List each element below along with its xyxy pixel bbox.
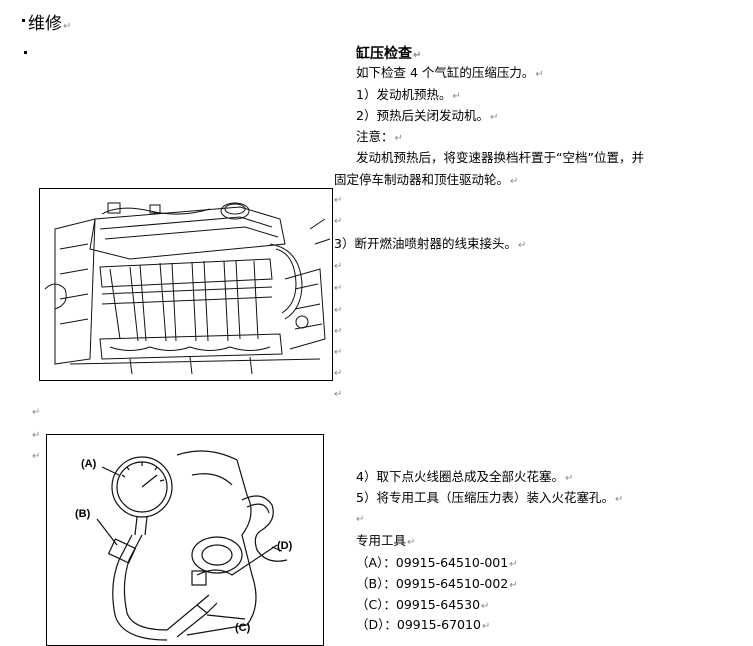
paragraph-mark-icon: ↵ xyxy=(614,494,624,505)
section-title: 维修↵ xyxy=(22,9,71,34)
compression-gauge-illustration-icon: (A) (B) (D) (C) xyxy=(75,450,293,641)
paragraph-mark-icon: ↵ xyxy=(334,216,343,227)
step-3: 3）断开燃油喷射器的线束接头。↵ xyxy=(334,236,526,254)
step-2-text: 2）预热后关闭发动机。 xyxy=(356,108,489,123)
list-bullet xyxy=(24,42,30,61)
step-2: 2）预热后关闭发动机。↵ xyxy=(356,108,498,126)
paragraph-mark-icon: ↵ xyxy=(517,240,527,251)
step-5-text: 5）将专用工具（压缩压力表）装入火花塞孔。 xyxy=(356,490,614,505)
tool-item-b-text: （B）：09915-64510-002 xyxy=(356,576,509,591)
paragraph-mark-icon: ↵ xyxy=(509,580,518,591)
paragraph-mark-icon: ↵ xyxy=(32,451,41,462)
label-c: (C) xyxy=(235,622,251,634)
special-tool-label: 专用工具↵ xyxy=(356,533,415,551)
step-5: 5）将专用工具（压缩压力表）装入火花塞孔。↵ xyxy=(356,490,623,508)
paragraph-mark-icon: ↵ xyxy=(481,621,491,632)
tool-item-c-text: （C）：09915-64530 xyxy=(356,597,481,612)
paragraph-mark-icon: ↵ xyxy=(334,195,343,206)
tool-item-a: （A）：09915-64510-001↵ xyxy=(356,555,518,573)
section-title-text: 维修 xyxy=(28,14,62,34)
paragraph-mark-icon: ↵ xyxy=(334,368,343,379)
tool-item-c: （C）：09915-64530↵ xyxy=(356,597,489,615)
paragraph-mark-icon: ↵ xyxy=(510,176,519,187)
note-line-1: 发动机预热后，将变速器换档杆置于“空档”位置，并 xyxy=(356,150,644,166)
compression-gauge-figure: (A) (B) (D) (C) xyxy=(46,434,324,646)
paragraph-mark-icon: ↵ xyxy=(535,69,544,80)
note-label: 注意：↵ xyxy=(356,129,403,147)
label-a: (A) xyxy=(81,458,97,470)
step-1-text: 1）发动机预热。 xyxy=(356,87,452,102)
paragraph-mark-icon: ↵ xyxy=(564,473,574,484)
tool-item-a-text: （A）：09915-64510-001 xyxy=(356,555,509,570)
paragraph-mark-icon: ↵ xyxy=(334,326,343,337)
step-4-text: 4）取下点火线圈总成及全部火花塞。 xyxy=(356,469,564,484)
heading-text: 缸压检查 xyxy=(356,46,412,62)
paragraph-mark-icon: ↵ xyxy=(63,21,72,32)
paragraph-mark-icon: ↵ xyxy=(356,514,365,525)
note-line-2-text: 固定停车制动器和顶住驱动轮。 xyxy=(334,172,510,187)
bullet-square-icon xyxy=(24,51,27,54)
intro-text: 如下检查 4 个气缸的压缩压力。↵ xyxy=(356,65,544,83)
engine-figure xyxy=(39,188,333,381)
label-b: (B) xyxy=(75,508,91,520)
paragraph-mark-icon: ↵ xyxy=(509,559,518,570)
engine-illustration-icon xyxy=(44,202,331,375)
step-4: 4）取下点火线圈总成及全部火花塞。↵ xyxy=(356,469,573,487)
paragraph-mark-icon: ↵ xyxy=(334,283,343,294)
paragraph-mark-icon: ↵ xyxy=(32,430,41,441)
tool-item-d: （D）：09915-67010↵ xyxy=(356,617,490,635)
paragraph-mark-icon: ↵ xyxy=(334,261,343,272)
paragraph-mark-icon: ↵ xyxy=(407,537,416,548)
label-d: (D) xyxy=(277,540,293,552)
note-line-2: 固定停车制动器和顶住驱动轮。↵ xyxy=(334,172,518,190)
step-3-text: 3）断开燃油喷射器的线束接头。 xyxy=(334,236,517,251)
paragraph-mark-icon: ↵ xyxy=(413,50,422,61)
paragraph-mark-icon: ↵ xyxy=(481,601,490,612)
paragraph-mark-icon: ↵ xyxy=(334,347,343,358)
paragraph-mark-icon: ↵ xyxy=(334,389,343,400)
note-label-text: 注意： xyxy=(356,129,394,144)
step-1: 1）发动机预热。↵ xyxy=(356,87,461,105)
special-tool-label-text: 专用工具 xyxy=(356,533,407,548)
paragraph-mark-icon: ↵ xyxy=(334,305,343,316)
paragraph-mark-icon: ↵ xyxy=(32,407,41,418)
paragraph-mark-icon: ↵ xyxy=(394,133,403,144)
tool-item-d-text: （D）：09915-67010 xyxy=(356,617,481,632)
intro-line: 如下检查 4 个气缸的压缩压力。 xyxy=(356,65,535,80)
paragraph-mark-icon: ↵ xyxy=(452,91,461,102)
bullet-square-icon xyxy=(22,19,25,22)
note-line-1-text: 发动机预热后，将变速器换档杆置于“空档”位置，并 xyxy=(356,150,644,165)
heading-cylinder-compression: 缸压检查↵ xyxy=(356,43,421,63)
paragraph-mark-icon: ↵ xyxy=(489,112,499,123)
tool-item-b: （B）：09915-64510-002↵ xyxy=(356,576,518,594)
